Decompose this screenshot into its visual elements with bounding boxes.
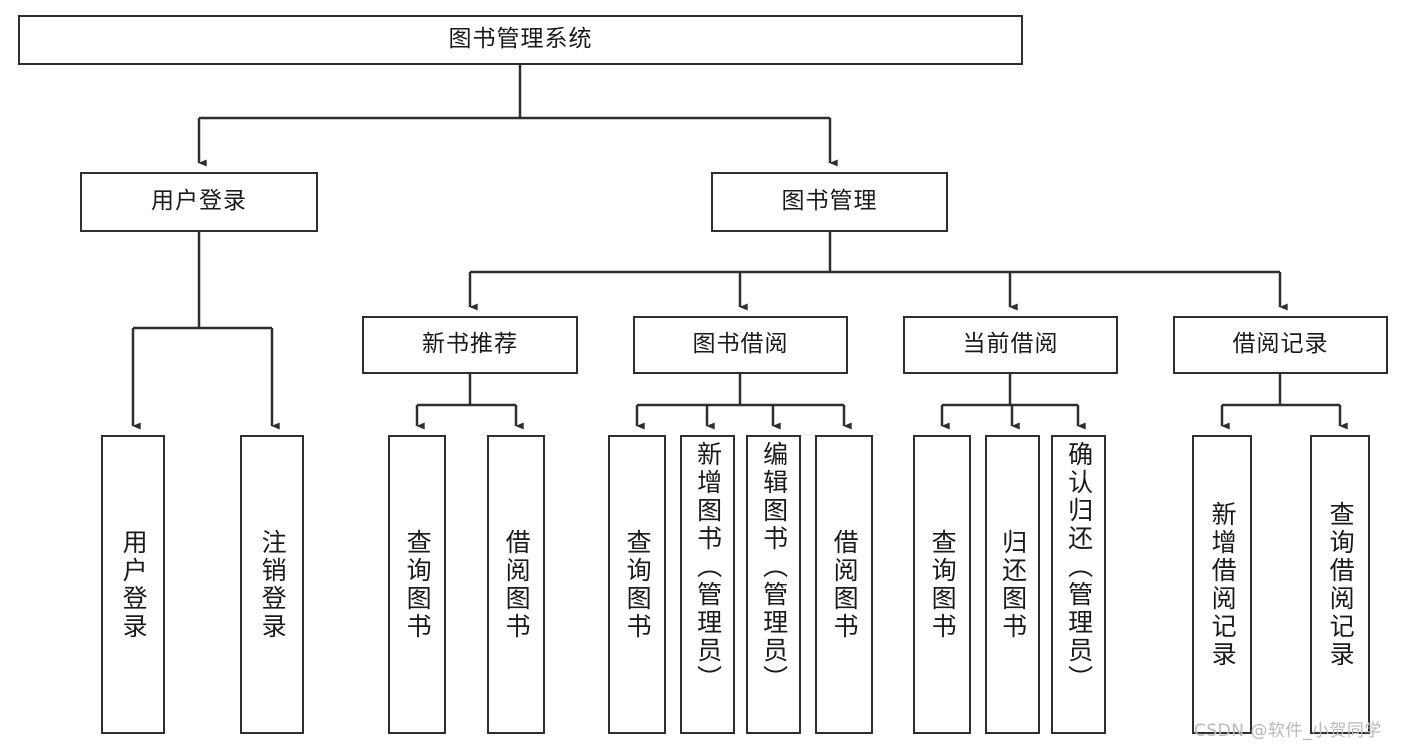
node-current-borrow[interactable]: 当前借阅 bbox=[903, 316, 1118, 374]
leaf-label: 查询图书 bbox=[928, 528, 958, 641]
leaf-label: 编辑图书（管理员） bbox=[759, 441, 789, 693]
node-book-borrow[interactable]: 图书借阅 bbox=[633, 316, 848, 374]
leaf-return-book[interactable]: 归还图书 bbox=[985, 435, 1040, 734]
leaf-logout[interactable]: 注销登录 bbox=[240, 435, 304, 734]
leaf-label: 确认归还（管理员） bbox=[1064, 441, 1094, 693]
leaf-label: 用户登录 bbox=[119, 528, 149, 641]
leaf-confirm-return-admin[interactable]: 确认归还（管理员） bbox=[1051, 435, 1106, 734]
leaf-label: 归还图书 bbox=[998, 528, 1028, 641]
leaf-label: 新增图书（管理员） bbox=[693, 441, 723, 693]
leaf-borrow-book-newbook[interactable]: 借阅图书 bbox=[487, 435, 545, 734]
leaf-label: 查询图书 bbox=[623, 528, 653, 641]
node-new-book-recommend[interactable]: 新书推荐 bbox=[362, 316, 578, 374]
node-user-login[interactable]: 用户登录 bbox=[80, 172, 318, 232]
csdn-watermark: CSDN @软件_小贺同学 bbox=[1194, 721, 1382, 741]
node-new-book-recommend-label: 新书推荐 bbox=[422, 331, 518, 358]
node-root-label: 图书管理系统 bbox=[448, 26, 593, 53]
leaf-label: 注销登录 bbox=[258, 528, 288, 641]
leaf-label: 查询借阅记录 bbox=[1326, 500, 1356, 669]
leaf-add-borrow-record[interactable]: 新增借阅记录 bbox=[1192, 435, 1252, 734]
leaf-query-book-borrow[interactable]: 查询图书 bbox=[608, 435, 666, 734]
node-book-management-label: 图书管理 bbox=[781, 188, 878, 215]
leaf-label: 新增借阅记录 bbox=[1208, 500, 1238, 669]
node-root[interactable]: 图书管理系统 bbox=[18, 15, 1023, 65]
node-book-borrow-label: 图书借阅 bbox=[692, 331, 789, 358]
leaf-label: 借阅图书 bbox=[830, 528, 860, 641]
leaf-add-book-admin[interactable]: 新增图书（管理员） bbox=[680, 435, 735, 734]
leaf-user-login[interactable]: 用户登录 bbox=[101, 435, 165, 734]
leaf-borrow-book[interactable]: 借阅图书 bbox=[815, 435, 873, 734]
leaf-label: 查询图书 bbox=[403, 528, 433, 641]
leaf-query-borrow-record[interactable]: 查询借阅记录 bbox=[1310, 435, 1370, 734]
node-borrow-record-label: 借阅记录 bbox=[1232, 331, 1329, 358]
node-book-management[interactable]: 图书管理 bbox=[711, 172, 948, 232]
leaf-edit-book-admin[interactable]: 编辑图书（管理员） bbox=[746, 435, 801, 734]
leaf-query-book-current[interactable]: 查询图书 bbox=[913, 435, 971, 734]
node-user-login-label: 用户登录 bbox=[151, 188, 247, 215]
node-borrow-record[interactable]: 借阅记录 bbox=[1173, 316, 1388, 374]
leaf-query-book-newbook[interactable]: 查询图书 bbox=[388, 435, 446, 734]
leaf-label: 借阅图书 bbox=[502, 528, 532, 641]
node-current-borrow-label: 当前借阅 bbox=[962, 331, 1059, 358]
